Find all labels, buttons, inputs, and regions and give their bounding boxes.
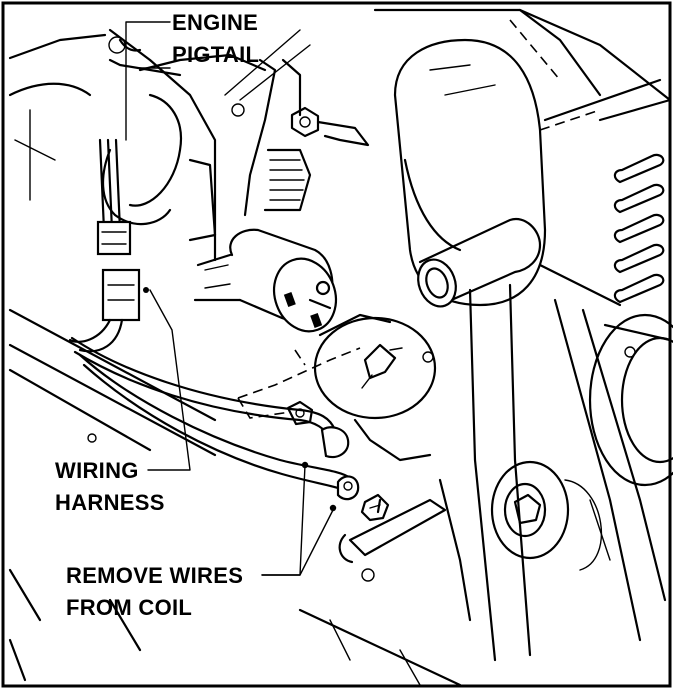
bolt-drawing xyxy=(290,106,370,147)
pulley-cover-drawing xyxy=(373,8,672,307)
label-remove-wires-line1: REMOVE WIRES xyxy=(66,563,243,588)
label-harness-line2: HARNESS xyxy=(55,490,165,515)
outlet-pipe-drawing xyxy=(417,217,542,308)
dashed-routing-lines xyxy=(237,347,361,419)
leader-lines xyxy=(125,21,337,576)
vent-fins-drawing xyxy=(598,98,672,342)
wiring-harness-drawing xyxy=(68,138,390,522)
label-engine-pigtail: ENGINE PIGTAIL xyxy=(172,10,259,67)
drive-belt-drawing xyxy=(468,263,667,662)
label-from-coil-line2: FROM COIL xyxy=(66,595,192,620)
starter-motor-drawing xyxy=(193,228,338,333)
cable-clamp-drawing xyxy=(338,498,447,582)
ignition-coil-drawing xyxy=(313,313,437,462)
label-remove-wires: REMOVE WIRES FROM COIL xyxy=(66,563,243,620)
frame-rails-drawing xyxy=(8,308,472,687)
main-pulley-drawing xyxy=(588,313,673,487)
label-engine-line1: ENGINE xyxy=(172,10,258,35)
label-wiring-line1: WIRING xyxy=(55,458,139,483)
engine-housing-drawing xyxy=(8,28,312,262)
label-wiring-harness: WIRING HARNESS xyxy=(55,458,165,515)
label-pigtail-line2: PIGTAIL xyxy=(172,42,259,67)
